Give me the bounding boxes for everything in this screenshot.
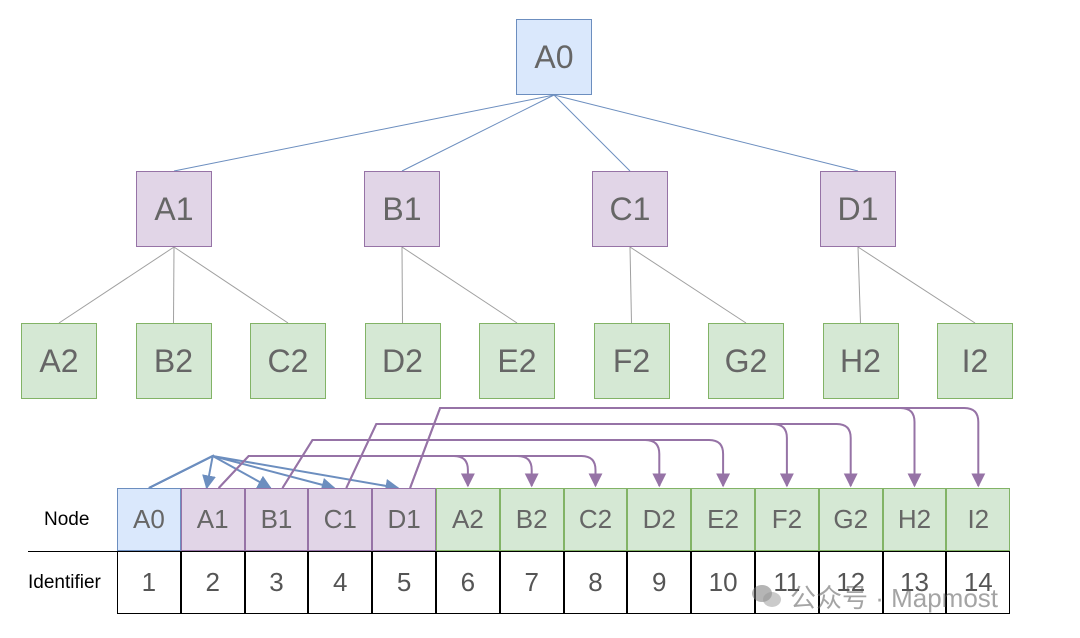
tree-edge-d1-i2: [857, 246, 976, 324]
pointer-arrow-a0-d1: [148, 454, 400, 493]
table-node-cell-c2: C2: [563, 488, 628, 551]
tree-node-b2: B2: [135, 323, 212, 399]
pointer-arrow-a1-a2: [217, 455, 475, 489]
tree-edge-a1-c2: [173, 246, 289, 324]
table-node-cell-c1: C1: [308, 488, 373, 551]
watermark-text: 公众号 · Mapmost: [790, 582, 999, 613]
table-identifier-cell-9: 9: [627, 551, 692, 614]
table-node-cell-d1: D1: [372, 488, 436, 551]
tree-node-g2: G2: [708, 323, 784, 399]
tree-node-c1: C1: [592, 171, 668, 247]
table-node-cell-d2: D2: [627, 488, 692, 551]
tree-edge-c1-f2: [629, 246, 632, 324]
tree-node-a0: A0: [516, 19, 592, 95]
table-node-cell-a1: A1: [180, 488, 245, 551]
table-node-cell-g2: G2: [818, 488, 883, 551]
pointer-arrow-d1-i2: [409, 407, 986, 489]
pointer-arrow-c1-g2: [345, 423, 858, 489]
table-node-cell-f2: F2: [755, 488, 819, 551]
tree-edge-b1-d2: [401, 246, 403, 324]
table-identifier-cell-8: 8: [563, 551, 628, 614]
table-node-cell-a0: A0: [117, 488, 181, 551]
table-node-cell-h2: H2: [882, 488, 947, 551]
table-node-cell-b2: B2: [499, 488, 564, 551]
row-label-identifier: Identifier: [28, 572, 101, 593]
table-identifier-cell-12: 12: [818, 551, 883, 614]
tree-node-c2: C2: [250, 323, 326, 399]
tree-edge-a1-a2: [58, 246, 175, 324]
wechat-icon: [752, 583, 782, 609]
watermark: 公众号 · Mapmost: [752, 576, 998, 616]
table-identifier-cell-6: 6: [436, 551, 500, 614]
tree-node-d1: D1: [820, 171, 896, 247]
tree-edge-a0-d1: [553, 94, 859, 172]
table-identifier-cell-7: 7: [499, 551, 564, 614]
tree-edge-a1-b2: [173, 246, 175, 324]
tree-node-e2: E2: [479, 323, 555, 399]
tree-edge-a0-c1: [553, 94, 631, 172]
table-identifier-cell-2: 2: [180, 551, 245, 614]
table-node-cell-b1: B1: [244, 488, 309, 551]
tree-edge-d1-h2: [857, 246, 861, 324]
table-identifier-cell-13: 13: [882, 551, 947, 614]
table-identifier-cell-3: 3: [244, 551, 309, 614]
table-identifier-cell-4: 4: [308, 551, 373, 614]
table-identifier-cell-5: 5: [372, 551, 436, 614]
pointer-arrow-b1-e2: [281, 439, 731, 489]
tree-node-b1: B1: [364, 171, 440, 247]
table-identifier-cell-1: 1: [117, 551, 181, 614]
table-node-cell-e2: E2: [691, 488, 755, 551]
tree-edge-c1-g2: [629, 246, 747, 324]
tree-node-i2: I2: [937, 323, 1013, 399]
tree-node-a2: A2: [21, 323, 97, 399]
table-identifier-cell-14: 14: [946, 551, 1011, 614]
tree-node-a1: A1: [136, 171, 212, 247]
tree-edge-a0-a1: [173, 94, 555, 172]
table-node-cell-i2: I2: [946, 488, 1011, 551]
tree-edge-b1-e2: [401, 246, 518, 324]
tree-node-d2: D2: [364, 323, 441, 399]
pointer-arrow-a1-c2: [217, 455, 603, 489]
row-label-node: Node: [44, 509, 90, 530]
pointer-arrow-d1-h2: [409, 407, 922, 489]
table-identifier-cell-10: 10: [691, 551, 755, 614]
table-node-cell-a2: A2: [436, 488, 500, 551]
pointer-arrow-b1-d2: [281, 439, 667, 489]
tree-edge-a0-b1: [401, 94, 555, 172]
tree-node-f2: F2: [593, 323, 670, 399]
tree-node-h2: H2: [822, 323, 899, 399]
